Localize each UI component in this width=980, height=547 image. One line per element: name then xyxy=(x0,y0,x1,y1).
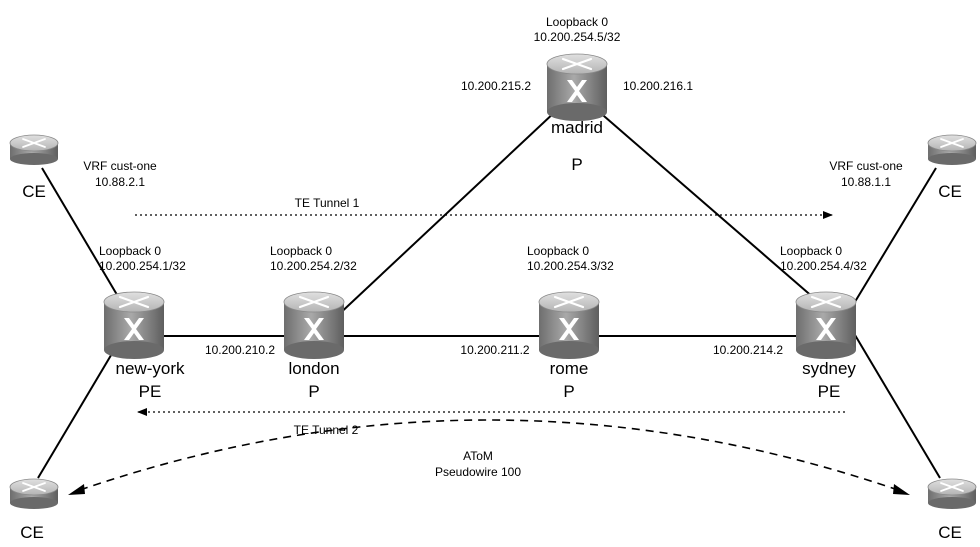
pseudowire-label-line2: Pseudowire 100 xyxy=(435,465,521,479)
new-york-router-role: PE xyxy=(139,382,162,401)
tunnels xyxy=(68,211,910,495)
te-tunnel-1-label: TE Tunnel 1 xyxy=(295,196,360,210)
madrid-loopback-title: Loopback 0 xyxy=(546,15,608,29)
router-icon-madrid xyxy=(545,52,609,123)
london-router-role: P xyxy=(308,382,319,401)
ce-top-left-label: CE xyxy=(22,182,46,201)
sydney-loopback-title: Loopback 0 xyxy=(780,244,842,258)
te-tunnel-2-label: TE Tunnel 2 xyxy=(294,423,359,437)
sydney-router-role: PE xyxy=(818,382,841,401)
ce-top-right-ip: 10.88.1.1 xyxy=(841,175,891,189)
pseudowire-label-line1: AToM xyxy=(463,449,493,463)
link-london-madrid xyxy=(334,109,558,319)
madrid-router-name: madrid xyxy=(551,118,603,137)
ce-top-left-ip: 10.88.2.1 xyxy=(95,175,145,189)
router-icon-new-york xyxy=(102,290,166,361)
ny-london-interface-ip: 10.200.210.2 xyxy=(205,343,275,357)
rome-loopback-title: Loopback 0 xyxy=(527,244,589,258)
london-loopback-title: Loopback 0 xyxy=(270,244,332,258)
ce-bottom-right-label: CE xyxy=(938,523,962,542)
london-rome-interface-ip: 10.200.211.2 xyxy=(460,343,530,357)
london-router-name: london xyxy=(288,359,339,378)
madrid-router-role: P xyxy=(571,155,582,174)
rome-loopback-ip: 10.200.254.3/32 xyxy=(527,259,614,273)
ce-icon-top-right xyxy=(927,134,977,166)
router-icon-rome xyxy=(537,290,601,361)
sydney-router-name: sydney xyxy=(802,359,856,378)
sydney-loopback-ip: 10.200.254.4/32 xyxy=(780,259,867,273)
madrid-west-interface-ip: 10.200.215.2 xyxy=(461,79,531,93)
pseudowire-arrow-left xyxy=(68,484,85,495)
router-icon-london xyxy=(282,290,346,361)
link-ce-topleft-newyork xyxy=(41,167,127,311)
london-loopback-ip: 10.200.254.2/32 xyxy=(270,259,357,273)
link-madrid-sydney xyxy=(596,109,823,306)
new-york-router-name: new-york xyxy=(116,359,185,378)
rome-router-role: P xyxy=(563,382,574,401)
rome-sydney-interface-ip: 10.200.214.2 xyxy=(713,343,783,357)
ce-top-right-label: CE xyxy=(938,182,962,201)
new-york-loopback-title: Loopback 0 xyxy=(99,244,161,258)
madrid-loopback-ip: 10.200.254.5/32 xyxy=(534,30,621,44)
ce-icon-top-left xyxy=(9,134,59,166)
link-sydney-ce-topright xyxy=(849,167,937,311)
ce-bottom-left-label: CE xyxy=(20,523,44,542)
rome-router-name: rome xyxy=(550,359,589,378)
madrid-east-interface-ip: 10.200.216.1 xyxy=(623,79,693,93)
link-sydney-ce-bottomright xyxy=(851,329,941,479)
ce-icon-bottom-left xyxy=(9,478,59,510)
links xyxy=(37,109,941,479)
ce-icon-bottom-right xyxy=(927,478,977,510)
new-york-loopback-ip: 10.200.254.1/32 xyxy=(99,259,186,273)
ce-top-left-vrf: VRF cust-one xyxy=(83,159,157,173)
ce-top-right-vrf: VRF cust-one xyxy=(829,159,903,173)
router-icon-sydney xyxy=(794,290,858,361)
pseudowire-arrow-right xyxy=(893,484,910,495)
